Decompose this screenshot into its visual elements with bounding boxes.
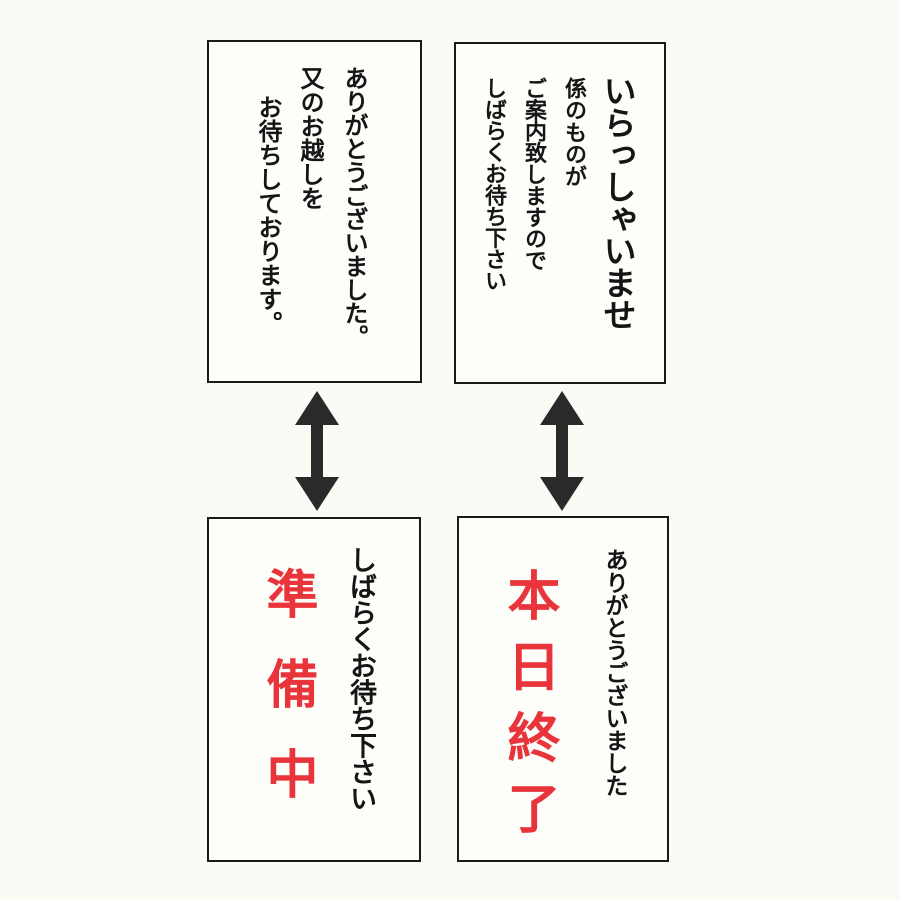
sign-card-thank-you-come-again: ありがとうございました。 又のお越しを お待ちしております。	[207, 40, 422, 383]
sign-text-line: いらっしゃいませ	[598, 74, 637, 330]
swap-arrow-icon	[540, 391, 584, 511]
sign-text-line: ご案内致しますので	[521, 77, 546, 271]
sign-text-line: 又のお越しを	[296, 66, 324, 210]
sign-text-line: しばらくお待ち下さい	[345, 546, 376, 811]
swap-arrow-icon	[295, 391, 339, 511]
sign-text-line: ありがとうございました	[601, 548, 627, 797]
sign-card-preparing: しばらくお待ち下さい 準備中	[207, 517, 421, 862]
sign-title-honjitsu-shuryo: 本日終了	[499, 568, 560, 852]
sign-text-line: しばらくお待ち下さい	[481, 77, 506, 292]
sign-text-line: ありがとうございました。	[340, 66, 368, 348]
sign-text-line: お待ちしております。	[254, 95, 282, 335]
sign-card-closed-today: ありがとうございました 本日終了	[457, 516, 669, 862]
sign-title-junbichu: 準備中	[257, 567, 317, 837]
sign-text-line: 係のものが	[561, 77, 586, 187]
sign-card-welcome: いらっしゃいませ 係のものが ご案内致しますので しばらくお待ち下さい	[454, 42, 666, 384]
